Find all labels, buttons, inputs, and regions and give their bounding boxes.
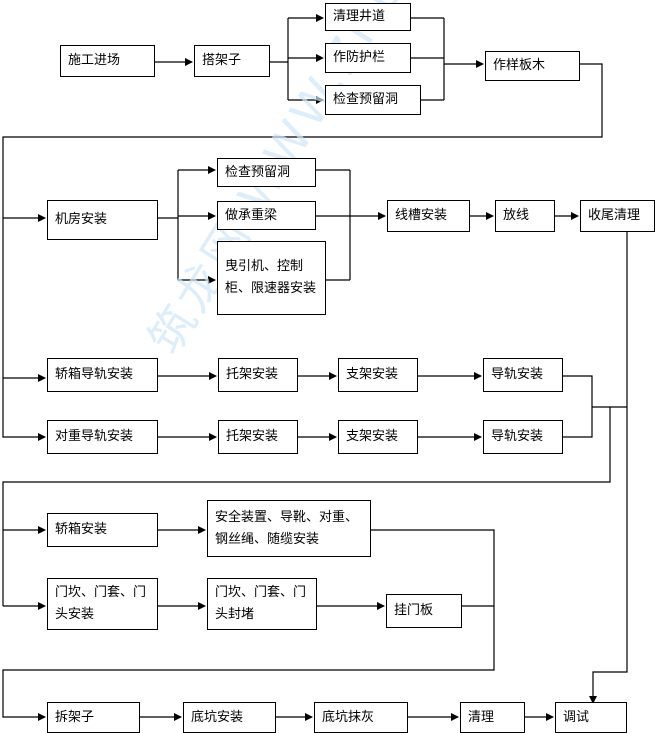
node-finishing[interactable]: 收尾清理 [580,200,655,232]
node-clean-shaft[interactable]: 清理井道 [325,3,411,31]
node-pit[interactable]: 底坑安装 [183,702,276,733]
node-hang-door[interactable]: 挂门板 [386,594,462,628]
node-car-guide[interactable]: 导轨安装 [483,358,563,392]
node-door-seal[interactable]: 门坎、门套、门头封堵 [207,578,317,630]
node-label: 底坑抹灰 [322,709,375,725]
node-car-rail[interactable]: 轿箱导轨安装 [47,358,158,392]
node-pit-plaster[interactable]: 底坑抹灰 [314,702,408,733]
node-machine-room[interactable]: 机房安装 [47,200,158,240]
node-check-holes-1[interactable]: 检查预留洞 [325,85,421,115]
node-label: 调试 [563,709,590,725]
node-label: 线槽安装 [395,208,448,223]
node-car-install[interactable]: 轿箱安装 [47,513,158,547]
node-label: 清理 [468,709,495,725]
node-label: 作样板木 [493,58,546,73]
node-door-frame[interactable]: 门坎、门套、门头安装 [47,578,158,630]
node-label: 拆架子 [55,709,95,725]
node-check-holes-2[interactable]: 检查预留洞 [217,158,316,187]
node-label: 曳引机、控制柜、限速器安装 [225,259,317,296]
node-dismantle[interactable]: 拆架子 [47,702,140,733]
node-label: 对重导轨安装 [55,429,134,444]
node-label: 导轨安装 [491,367,544,382]
node-cw-rail[interactable]: 对重导轨安装 [47,420,158,454]
node-guardrail[interactable]: 作防护栏 [325,43,411,73]
node-safety[interactable]: 安全装置、导靴、对重、钢丝绳、随缆安装 [207,500,371,557]
node-label: 做承重梁 [225,207,278,223]
node-wiring[interactable]: 放线 [495,200,555,232]
node-label: 门坎、门套、门头封堵 [215,585,307,622]
node-label: 挂门板 [394,603,434,618]
node-label: 放线 [503,208,530,223]
node-car-bracket[interactable]: 支架安装 [338,358,418,392]
node-car-bracket-holder[interactable]: 托架安装 [218,358,298,392]
node-label: 收尾清理 [588,208,641,223]
node-scaffold[interactable]: 搭架子 [194,45,270,77]
node-cw-guide[interactable]: 导轨安装 [483,420,563,454]
node-site-entry[interactable]: 施工进场 [60,45,155,77]
node-label: 底坑安装 [191,709,244,725]
node-traction-machine[interactable]: 曳引机、控制柜、限速器安装 [217,241,326,315]
node-label: 清理井道 [333,9,386,24]
node-label: 施工进场 [68,53,121,68]
node-clean[interactable]: 清理 [460,702,525,733]
node-trunking[interactable]: 线槽安装 [387,200,470,232]
node-label: 门坎、门套、门头安装 [55,585,147,622]
node-label: 支架安装 [346,429,399,444]
node-label: 搭架子 [202,53,242,68]
node-label: 托架安装 [226,429,279,444]
node-label: 导轨安装 [491,429,544,444]
node-debug[interactable]: 调试 [555,702,627,733]
node-cw-bracket[interactable]: 支架安装 [338,420,418,454]
node-label: 轿箱导轨安装 [55,367,134,382]
node-label: 作防护栏 [333,50,386,65]
node-label: 检查预留洞 [333,92,399,107]
node-label: 托架安装 [226,367,279,382]
node-cw-bracket-holder[interactable]: 托架安装 [218,420,298,454]
node-label: 检查预留洞 [225,164,291,180]
node-plank[interactable]: 作样板木 [485,51,580,81]
node-label: 支架安装 [346,367,399,382]
node-bearing-beam[interactable]: 做承重梁 [217,201,316,230]
node-label: 安全装置、导靴、对重、钢丝绳、随缆安装 [215,509,359,547]
node-label: 轿箱安装 [55,522,108,537]
node-label: 机房安装 [55,212,108,227]
